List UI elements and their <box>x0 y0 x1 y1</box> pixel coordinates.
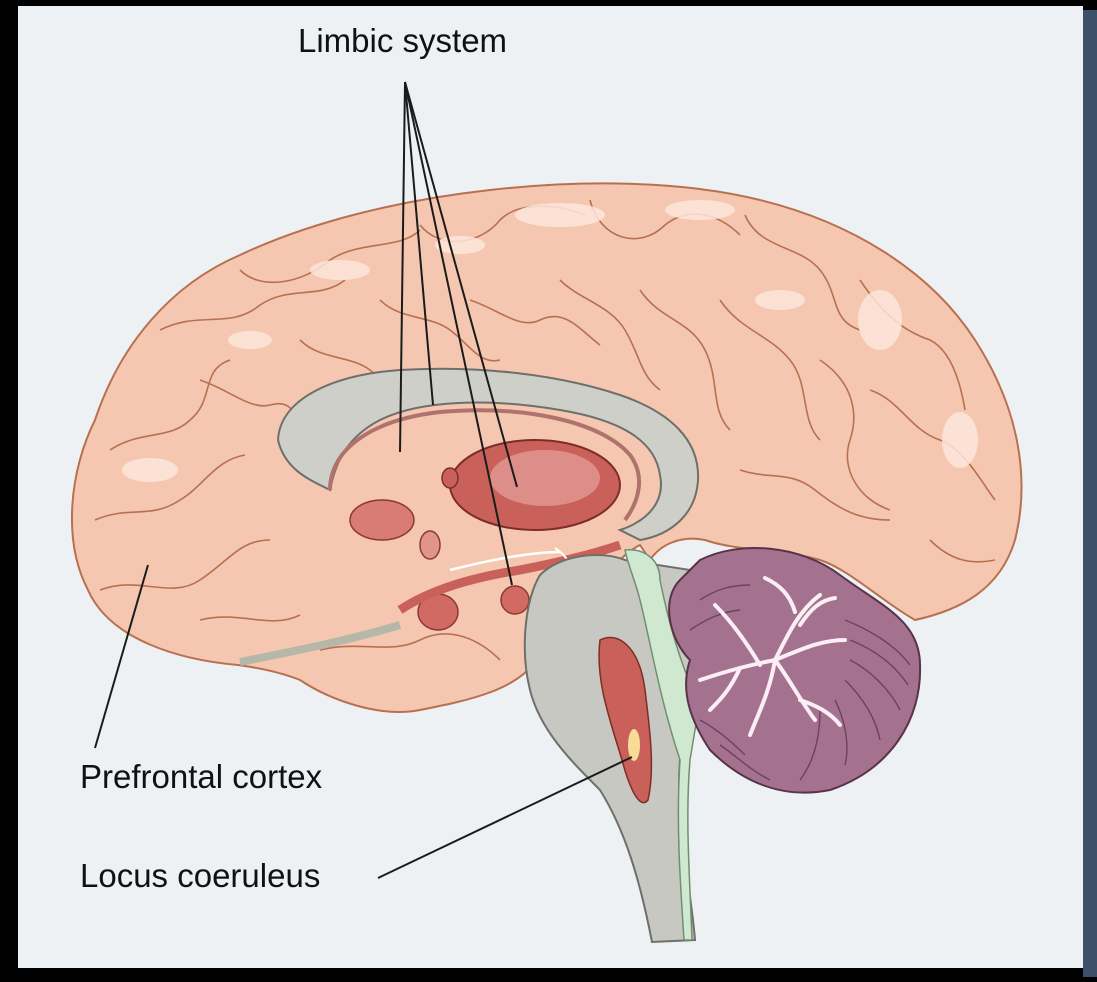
limbic-system-label: Limbic system <box>298 22 507 59</box>
frame-accent <box>1083 10 1097 977</box>
locus-coeruleus-label: Locus coeruleus <box>80 857 320 894</box>
prefrontal-cortex-label: Prefrontal cortex <box>80 758 323 795</box>
